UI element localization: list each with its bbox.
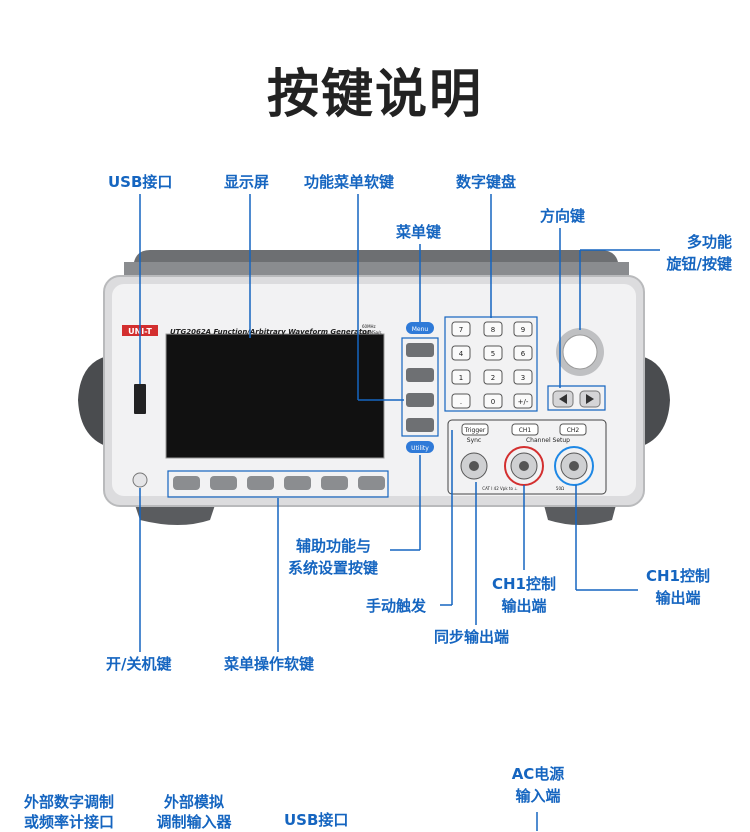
label-utility-line2: 系统设置按键 bbox=[288, 559, 379, 577]
svg-text:5: 5 bbox=[491, 350, 495, 358]
svg-text:60MHz: 60MHz bbox=[362, 324, 376, 329]
label-ch1-ctrl2-line1: CH1控制 bbox=[646, 567, 710, 585]
label-trigger: 手动触发 bbox=[366, 597, 427, 615]
svg-text:50Ω: 50Ω bbox=[556, 486, 564, 491]
svg-text:250MSa/s: 250MSa/s bbox=[362, 330, 382, 335]
svg-text:Channel Setup: Channel Setup bbox=[526, 437, 570, 444]
label-bottom-usb: USB接口 bbox=[284, 811, 349, 829]
label-ext-analog-line1: 外部模拟 bbox=[163, 793, 224, 811]
svg-text:CH1: CH1 bbox=[519, 427, 532, 434]
label-numpad: 数字键盘 bbox=[456, 173, 517, 191]
label-knob-line2: 旋钮/按键 bbox=[666, 255, 732, 273]
label-menu-softkeys: 菜单操作软键 bbox=[224, 655, 315, 673]
svg-text:CH2: CH2 bbox=[567, 427, 580, 434]
label-knob-line1: 多功能 bbox=[686, 233, 732, 251]
svg-text:7: 7 bbox=[459, 326, 463, 334]
svg-text:1: 1 bbox=[459, 374, 463, 382]
label-sync-out: 同步输出端 bbox=[434, 628, 510, 646]
svg-text:Utility: Utility bbox=[411, 445, 429, 452]
svg-text:8: 8 bbox=[491, 326, 495, 334]
page-title: 按键说明 bbox=[266, 65, 483, 125]
svg-text:3: 3 bbox=[521, 374, 525, 382]
label-arrow-keys: 方向键 bbox=[540, 207, 586, 225]
label-func-softkeys: 功能菜单软键 bbox=[304, 173, 395, 191]
label-usb: USB接口 bbox=[108, 173, 173, 191]
label-ch1-ctrl2-line2: 输出端 bbox=[655, 589, 701, 607]
svg-text:UTG2062A Function/Arbitrary Wa: UTG2062A Function/Arbitrary Waveform Gen… bbox=[170, 328, 371, 336]
label-power: 开/关机键 bbox=[106, 655, 172, 673]
svg-text:+/-: +/- bbox=[518, 398, 529, 406]
svg-text:CAT I 42 Vpk to ⊥: CAT I 42 Vpk to ⊥ bbox=[482, 486, 518, 491]
svg-text:Trigger: Trigger bbox=[464, 427, 486, 434]
label-ch1-ctrl-line2: 输出端 bbox=[501, 597, 547, 615]
label-ext-analog-line2: 调制输入器 bbox=[156, 813, 232, 831]
svg-text:2: 2 bbox=[491, 374, 495, 382]
label-ext-digital-line2: 或频率计接口 bbox=[23, 813, 114, 831]
label-display: 显示屏 bbox=[224, 173, 270, 191]
label-ch1-ctrl-line1: CH1控制 bbox=[492, 575, 556, 593]
label-ac-line2: 输入端 bbox=[515, 787, 561, 805]
svg-text:6: 6 bbox=[521, 350, 526, 358]
svg-text:0: 0 bbox=[491, 398, 495, 406]
label-menu-key: 菜单键 bbox=[396, 223, 442, 241]
label-ac-line1: AC电源 bbox=[511, 765, 565, 783]
label-ext-digital-line1: 外部数字调制 bbox=[23, 793, 114, 811]
svg-text:4: 4 bbox=[459, 350, 464, 358]
svg-text:.: . bbox=[460, 398, 462, 406]
svg-text:Sync: Sync bbox=[467, 437, 481, 444]
label-utility-line1: 辅助功能与 bbox=[296, 537, 372, 555]
svg-text:Menu: Menu bbox=[412, 326, 429, 333]
svg-text:9: 9 bbox=[521, 326, 525, 334]
